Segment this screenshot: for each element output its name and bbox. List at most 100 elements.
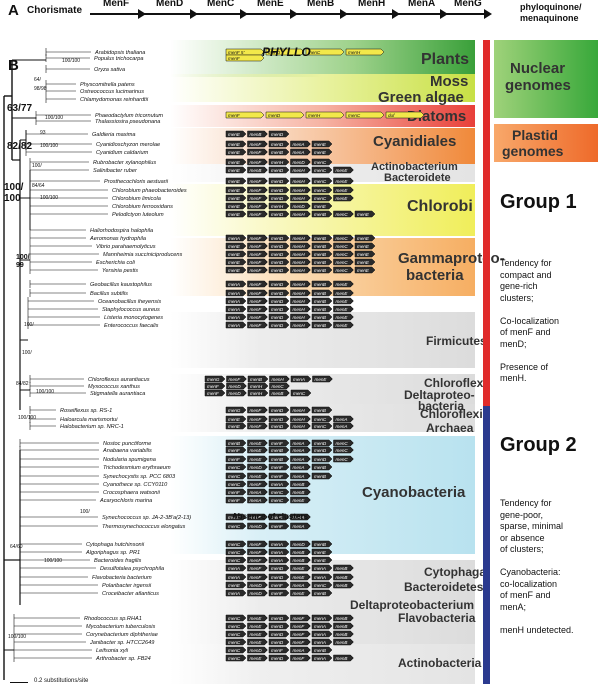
species-name: Oryza sativa — [94, 67, 125, 73]
gene-arrow — [268, 130, 290, 138]
gene-label: menF — [207, 391, 220, 396]
gene-label: menH — [293, 315, 306, 320]
gene-label: menC — [336, 236, 349, 241]
gene-arrow — [268, 313, 290, 321]
gene-label: menF — [250, 282, 263, 287]
gene-label: menA — [314, 640, 326, 645]
pathway-arrow-head — [440, 9, 448, 19]
species-name: Galdieria maxima — [92, 132, 136, 138]
gene-arrow — [333, 266, 354, 274]
gene-arrow — [247, 455, 268, 463]
gene-arrow — [225, 480, 247, 488]
gene-label: menD — [271, 132, 284, 137]
gene-label: menC — [314, 160, 327, 165]
gene-arrow — [333, 250, 354, 258]
gene-arrow — [311, 581, 333, 589]
gene-arrow — [385, 111, 425, 119]
gene-label: menD — [271, 168, 284, 173]
gene-label: menF — [250, 212, 263, 217]
pathway-arrow-line — [246, 13, 290, 15]
gene-label: menE — [336, 179, 349, 184]
gene-label: menB — [314, 282, 326, 287]
gene-label: menA — [271, 542, 283, 547]
gene-label: menF — [250, 417, 263, 422]
gene-arrow — [311, 446, 333, 454]
gene-arrow — [268, 646, 290, 654]
gene-arrow — [311, 589, 333, 597]
gene-arrow — [268, 234, 290, 242]
gene-label: menF — [250, 160, 263, 165]
gene-label: menA — [250, 498, 262, 503]
phyllo-label: PHYLLO — [262, 45, 311, 59]
gene-label: menE — [357, 244, 370, 249]
gene-label: menB — [314, 252, 326, 257]
gene-arrow — [268, 556, 290, 564]
gene-arrow — [290, 573, 311, 581]
gene-label: menC — [228, 640, 241, 645]
gene-arrow — [268, 455, 290, 463]
gene-label: menF — [207, 384, 220, 389]
gene-label: menH — [271, 160, 284, 165]
gene-label: menH — [293, 212, 306, 217]
gene-label: menH — [293, 417, 306, 422]
gene-label: menC — [271, 498, 284, 503]
gene-label: menE — [228, 150, 241, 155]
gene-arrow — [268, 630, 290, 638]
gene-label: menF — [228, 498, 241, 503]
species-name: Crocosphaera watsonii — [103, 490, 161, 496]
gene-label: menE — [250, 624, 263, 629]
gene-label: menA — [228, 591, 240, 596]
label-bacteroidetes: Bacteroidetes — [404, 580, 484, 594]
species-name: Salinibacter ruber — [93, 168, 138, 174]
gene-label: menC — [228, 515, 241, 520]
gene-arrow — [311, 630, 333, 638]
gene-arrow — [311, 646, 333, 654]
bootstrap-s4: 100/100 — [45, 115, 64, 121]
gene-label: menE — [314, 142, 327, 147]
gene-arrow — [290, 148, 311, 156]
gene-label: menA — [228, 323, 240, 328]
absence-of-clusters-label: Absence of clusters — [232, 512, 309, 521]
gene-label: menD — [268, 113, 281, 118]
gene-label: menF — [250, 542, 263, 547]
gene-label: menF — [250, 260, 263, 265]
band-firmicutes — [170, 312, 475, 368]
pathway-arrow-head — [392, 9, 400, 19]
species-name: Thalassiosira pseudonana — [95, 119, 160, 125]
gene-label: menG — [228, 408, 241, 413]
gene-label: menB — [314, 299, 326, 304]
gene-label: menE — [336, 323, 349, 328]
gene-arrow — [290, 202, 311, 210]
gene-arrow — [225, 573, 247, 581]
gene-label: menD — [271, 616, 284, 621]
species-name: Chlamydomonas reinhardtii — [80, 97, 149, 103]
gene-arrow — [311, 463, 333, 471]
gene-label: menA — [271, 482, 283, 487]
gene-label: menA — [314, 624, 326, 629]
gene-label: menA — [293, 150, 305, 155]
gene-arrow — [226, 389, 247, 397]
bootstrap-s16: 100/100 — [44, 558, 63, 564]
gene-label: menD — [271, 179, 284, 184]
gene-label: menD — [271, 307, 284, 312]
nuclear-label-2: genomes — [505, 77, 571, 94]
gene-arrow — [247, 622, 268, 630]
gene-arrow — [290, 242, 311, 250]
species-name: Mycobacterium tuberculosis — [86, 624, 156, 630]
species-name: Prosthecochloris aestuarii — [104, 179, 169, 185]
gene-arrow — [333, 242, 354, 250]
gene-label: menH — [293, 236, 306, 241]
gene-label: menB — [314, 474, 326, 479]
gene-label: menH — [293, 196, 306, 201]
gene-label: menE — [228, 160, 241, 165]
gene-label: menF — [250, 268, 263, 273]
gene-label: menE — [336, 291, 349, 296]
gene-arrow — [225, 202, 247, 210]
species-name: Cyanidium caldarium — [96, 150, 149, 156]
species-name: Bacillus subtilis — [90, 291, 128, 297]
gene-arrow — [247, 258, 268, 266]
gene-arrow — [268, 250, 290, 258]
gene-arrow — [225, 581, 247, 589]
group1-bar — [483, 40, 490, 406]
pathway-arrow-line — [296, 13, 340, 15]
